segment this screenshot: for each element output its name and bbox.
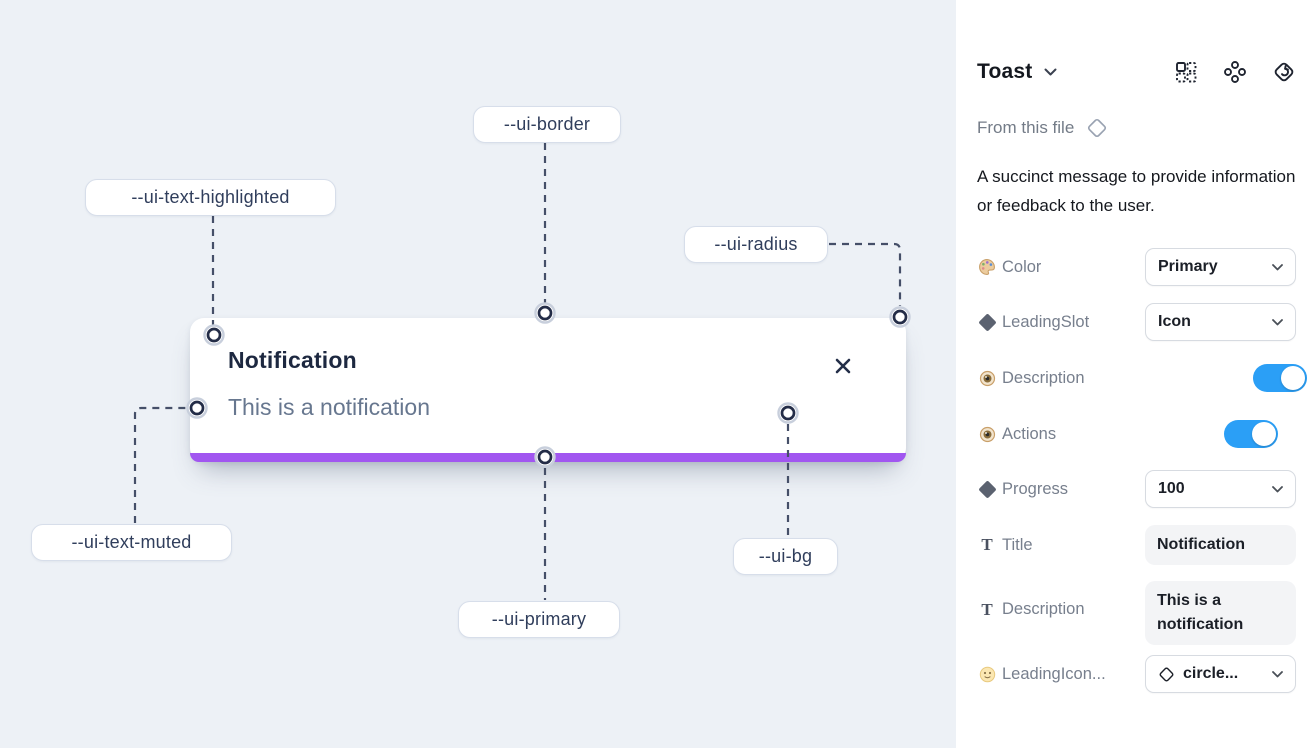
prop-label-title: Title: [1002, 535, 1033, 554]
connector-handles: [186, 302, 911, 468]
leadingicon-select[interactable]: circle...: [1145, 655, 1296, 693]
palette-icon: [977, 258, 997, 276]
source-label: From this file: [977, 118, 1075, 137]
canvas: Notification This is a notification: [0, 0, 956, 748]
connector-ui-text-muted: [133, 406, 186, 523]
text-icon: T: [981, 599, 993, 619]
description-field[interactable]: This is a notification: [1145, 581, 1296, 645]
label-ui-text-muted: --ui-text-muted: [31, 524, 232, 561]
prop-label-leadingicon: LeadingIcon...: [1002, 664, 1106, 683]
prop-row-leadingslot: LeadingSlot Icon: [977, 303, 1296, 341]
component-title-dropdown[interactable]: [1044, 68, 1057, 76]
handle-ui-primary: [534, 446, 556, 468]
properties-panel: Toast From this file: [956, 0, 1312, 748]
chevron-down-icon: [1272, 485, 1283, 492]
prop-row-leadingicon: LeadingIcon... circle...: [977, 655, 1296, 693]
label-ui-bg: --ui-bg: [733, 538, 838, 575]
swap-instance-icon[interactable]: [1272, 60, 1296, 84]
prop-label-progress: Progress: [1002, 479, 1069, 498]
diamond-icon: [977, 312, 997, 332]
description-toggle[interactable]: [1252, 364, 1307, 392]
diamond-outline-icon: [1088, 118, 1107, 138]
prop-row-color: Color Primary: [977, 248, 1296, 286]
label-ui-border: --ui-border: [473, 106, 621, 143]
toast-description: This is a notification: [228, 394, 430, 420]
handle-ui-radius: [889, 306, 911, 328]
prop-label-actions: Actions: [1002, 424, 1057, 443]
toggle-knob: [1280, 366, 1305, 390]
diamond-outline-icon: [1159, 667, 1174, 681]
title-field[interactable]: Notification: [1145, 525, 1296, 565]
annotation-connectors: [133, 143, 911, 600]
prop-label-description-field: Description: [1002, 600, 1085, 618]
label-ui-primary: --ui-primary: [458, 601, 620, 638]
chevron-down-icon: [1272, 670, 1283, 677]
chevron-down-icon: [1272, 263, 1283, 270]
prop-label-color: Color: [1002, 257, 1042, 276]
source-row: From this file: [977, 115, 1109, 141]
color-select[interactable]: Primary: [1145, 248, 1296, 286]
component-title: Toast: [977, 60, 1033, 83]
text-icon: T: [981, 535, 993, 554]
toast-close-button[interactable]: [831, 354, 855, 378]
eye-icon: [977, 426, 997, 443]
progress-select[interactable]: 100: [1145, 470, 1296, 508]
leadingslot-select[interactable]: Icon: [1145, 303, 1296, 341]
handle-ui-bg: [777, 402, 799, 424]
chevron-down-icon: [1272, 318, 1283, 325]
connector-ui-radius: [829, 242, 902, 306]
actions-toggle[interactable]: [1224, 420, 1279, 448]
prop-row-description-field: T Description This is a notification: [977, 581, 1296, 645]
component-description: A succinct message to provide informatio…: [977, 167, 1296, 215]
component-icon[interactable]: [1223, 60, 1247, 84]
prop-label-description: Description: [1002, 368, 1085, 387]
panel-header: Toast: [977, 57, 1296, 87]
label-ui-radius: --ui-radius: [684, 226, 828, 263]
eye-icon: [977, 370, 997, 387]
smiley-icon: [977, 666, 997, 683]
prop-row-progress: Progress 100: [977, 470, 1296, 508]
prop-row-actions-toggle: Actions: [977, 415, 1296, 453]
prop-label-leadingslot: LeadingSlot: [1002, 312, 1090, 331]
label-ui-text-highlighted: --ui-text-highlighted: [85, 179, 336, 216]
chevron-down-icon: [1044, 68, 1057, 76]
prop-row-title: T Title Notification: [977, 525, 1296, 565]
diamond-icon: [977, 479, 997, 499]
toast-title: Notification: [228, 347, 357, 373]
x-icon: [835, 358, 851, 374]
toggle-knob: [1252, 422, 1277, 446]
header-icons: [1174, 60, 1296, 84]
handle-ui-text-muted: [186, 397, 208, 419]
handle-ui-text-highlighted: [203, 324, 225, 346]
prop-row-description-toggle: Description: [977, 359, 1307, 397]
instance-grid-icon[interactable]: [1174, 60, 1198, 84]
handle-ui-border: [534, 302, 556, 324]
